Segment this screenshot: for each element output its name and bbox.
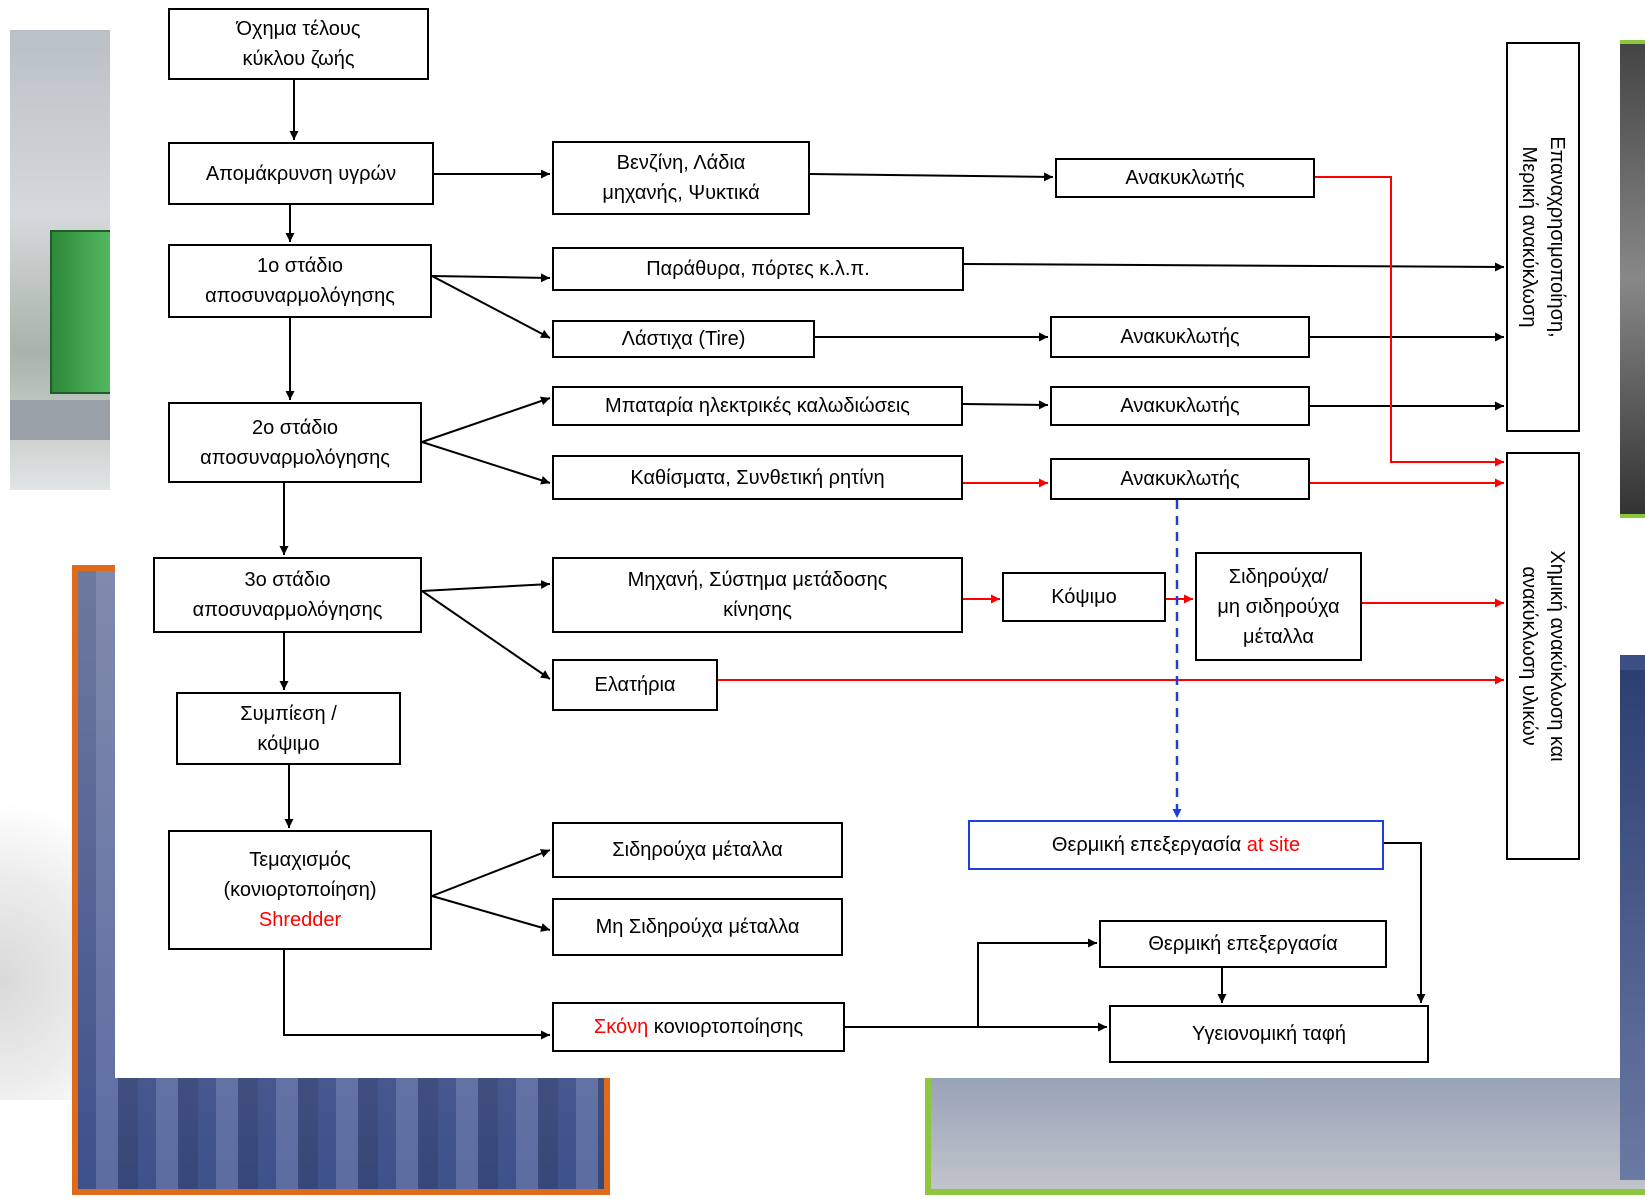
node-shredder-dust: Σκόνη κονιορτοποίησης [552,1002,845,1052]
node-thermal-at-site: Θερμική επεξεργασία at site [968,820,1384,870]
factory-photo-top-right [1620,40,1645,518]
node-seats-resin: Καθίσματα, Συνθετική ρητίνη [552,455,963,500]
node-tires: Λάστιχα (Tire) [552,320,815,358]
node-landfill: Υγειονομική ταφή [1109,1005,1429,1063]
link-stage2-to-seats [421,441,551,485]
node-ferrous-metals: Σιδηρούχα μέταλλα [552,822,843,878]
node-springs: Ελατήρια [552,659,718,711]
node-recycler-1: Ανακυκλωτής [1055,158,1315,198]
node-reuse-partial-recycling: Επαναχρησιμοποίηση,Μερική ανακύκλωση [1506,42,1580,432]
node-nonferrous-metals: Μη Σιδηρούχα μέταλλα [552,898,843,956]
node-windows-doors: Παράθυρα, πόρτες κ.λ.π. [552,247,964,291]
link-windows-to-reuse [963,262,1505,272]
link-stage1-to-tires [431,275,551,339]
floor-graphic [10,400,110,440]
link-stage1-to-windows [431,273,551,283]
link-thermal-site-to-landfill [1384,842,1426,1003]
link-stage2-to-battery [421,396,551,443]
black-links [279,78,1505,1040]
link-stage3-to-engine [421,579,551,592]
node-shredding: Τεμαχισμός(κονιορτοποίηση)Shredder [168,830,432,950]
link-battery-to-recycler3 [962,400,1049,410]
factory-photo-top-left [10,30,110,490]
factory-photo-mid-right [1620,670,1645,1180]
link-dust-to-thermal [977,938,1097,1027]
node-fluids-removal: Απομάκρυνση υγρών [168,142,434,205]
link-recycler1-to-chemical [1315,176,1504,467]
green-machine-graphic [50,230,110,394]
link-shredding-to-ferrous [431,849,551,897]
link-shredding-to-dust [283,950,550,1040]
node-cutting: Κόψιμο [1002,572,1166,622]
node-compression: Συμπίεση /κόψιμο [176,692,401,765]
node-battery-wiring: Μπαταρία ηλεκτρικές καλωδιώσεις [552,386,963,426]
link-shredding-to-nonferrous [431,895,551,932]
node-recycler-2: Ανακυκλωτής [1050,316,1310,358]
node-recycler-3: Ανακυκλωτής [1050,386,1310,426]
link-stage3-to-springs [421,590,551,680]
link-fuel-to-recycler1 [809,172,1054,182]
node-thermal-processing: Θερμική επεξεργασία [1099,920,1387,968]
node-recycler-4: Ανακυκλωτής [1050,458,1310,500]
red-links [718,176,1504,685]
